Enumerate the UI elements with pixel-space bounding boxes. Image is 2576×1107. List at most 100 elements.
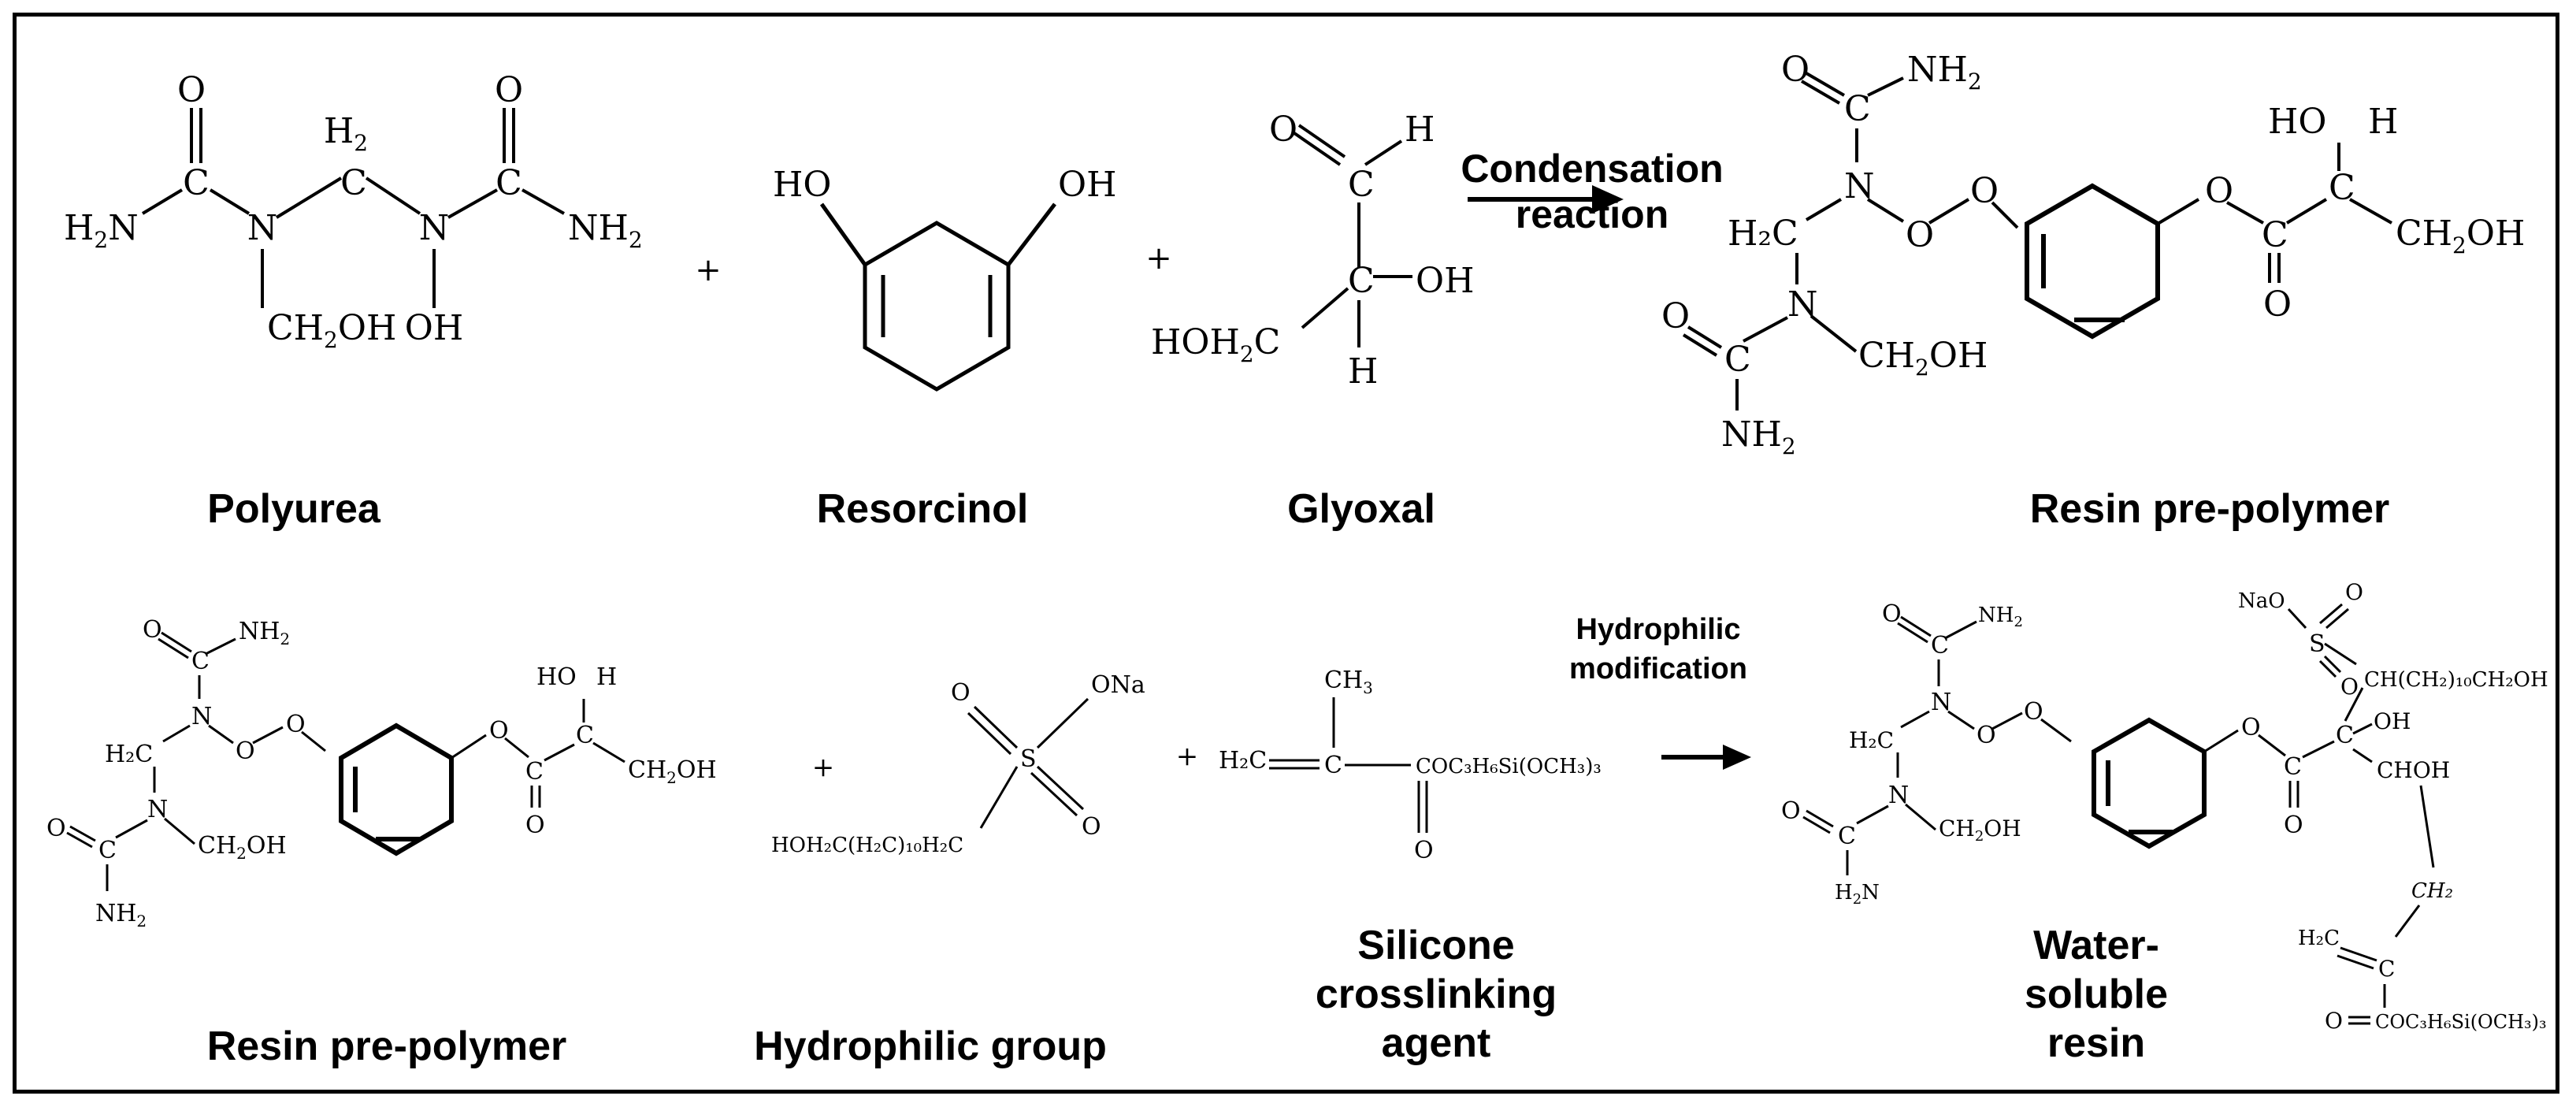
atom-label: CH(CH₂)₁₀CH₂OH [2364,668,2548,692]
atom-label: N [191,703,212,730]
atom-label: H [596,663,617,691]
bond [2352,723,2373,735]
arrow-label-hydrophilic: Hydrophilic [1576,613,1740,646]
bond [2040,718,2072,743]
atom-label: H [2368,102,2398,142]
atom-label: N [419,208,450,248]
bond [1900,615,1932,637]
atom-label: COC₃H₆Si(OCH₃)₃ [1416,755,1602,778]
bond [1743,316,1788,343]
bond [209,188,251,215]
bond [1007,202,1056,266]
atom-label: NH2 [1721,414,1796,459]
bond [447,188,498,219]
atom-label: H₂C [105,741,153,768]
bond [1991,201,2019,229]
atom-label: CH₂ [2411,879,2453,903]
atom-label: S [2309,630,2325,658]
atom-label: O [1661,296,1690,336]
bond [2203,729,2239,753]
glyoxal-structure: O C H C OH H HOH2C [1151,110,1474,392]
bond [504,737,529,759]
atom-label: C [2284,753,2302,781]
atom-label: NH2 [1978,604,2023,630]
atom-label: N [247,208,278,248]
atom-label: O [177,70,206,110]
atom-label: S [1020,745,1037,773]
atom-label: O [1269,110,1297,150]
bond [522,188,565,215]
bond [162,724,191,743]
polyurea-structure: O C H2N N CH2OH H2 C N OH C O NH2 [64,70,643,353]
label-resin-prepolymer-product: Resin pre-polymer [2030,486,2390,532]
atom-label: CH2OH [628,756,717,787]
atom-label: OH [1058,165,1116,205]
atom-label: CH2OH [1858,336,1988,381]
atom-label: O [46,815,66,842]
bond [208,724,234,745]
atom-label: C [1324,752,1342,779]
atom-label: O [236,737,255,765]
atom-label: C [183,163,210,203]
atom-label: H₂C [2298,927,2340,950]
label-silicone-line1: Silicone [1357,923,1514,968]
atom-label: O [2024,698,2043,726]
bond [2302,740,2335,759]
bond [1036,765,1085,811]
bond [1364,139,1403,166]
atom-label: O [2345,579,2363,605]
bond [2226,201,2264,225]
bond [252,726,284,745]
label-polyurea: Polyurea [207,486,381,532]
atom-label: H2N [64,208,139,253]
atom-label: CHOH [2377,757,2450,783]
atom-label: N [1931,689,1951,716]
bond [1293,132,1342,166]
atom-label: C [1348,261,1375,301]
bond [2156,198,2200,225]
bond [1036,697,1089,749]
atom-label: OH [405,308,463,348]
bond [2349,198,2392,225]
atom-label: H [1348,351,1378,392]
atom-label: H2 [324,111,368,156]
atom-label: C [576,722,594,749]
label-water-soluble-line2: soluble [2025,971,2168,1017]
bond [1897,622,1928,644]
atom-label: NaO [2238,589,2285,613]
label-water-soluble-line1: Water- [2033,923,2159,968]
resin-prepolymer-structure-1: O C NH2 N O O H₂C N CH2OH C O NH2 O C [1661,50,2525,459]
bond [2319,603,2343,625]
atom-label: OH [1416,261,1474,301]
bond [1866,198,1905,223]
bond [2323,655,2342,674]
bond [275,176,343,219]
atom-label: ONa [1091,671,1145,699]
atom-label: C [2329,168,2355,208]
label-hydrophilic-group: Hydrophilic group [754,1023,1107,1069]
bond [1905,803,1936,831]
atom-label: C [191,648,210,675]
bond [1900,710,1930,729]
atom-label: H₂C [1728,214,1798,254]
arrow-label-reaction: reaction [1516,192,1669,236]
bond [164,817,195,845]
bond [2324,642,2357,666]
bond [1867,76,1904,97]
hydrophilic-group-structure: S O ONa O HOH₂C(H₂C)₁₀H₂C [771,671,1145,857]
bond [1928,198,1970,225]
bond [2285,198,2328,225]
atom-label: CH2OH [2396,214,2525,258]
bond [2318,659,2337,678]
plus-sign: + [1176,741,1199,772]
atom-label: HO [773,165,831,205]
bond [2287,607,2307,630]
atom-label: O [286,711,306,738]
plus-sign: + [812,752,835,783]
label-resin-prepolymer-reactant: Resin pre-polymer [207,1023,567,1069]
atom-label: COC₃H₆Si(OCH₃)₃ [2375,1011,2547,1033]
label-silicone-line2: crosslinking [1316,971,1557,1017]
bond [973,705,1019,749]
bond [1802,815,1831,834]
bond [2325,607,2349,630]
